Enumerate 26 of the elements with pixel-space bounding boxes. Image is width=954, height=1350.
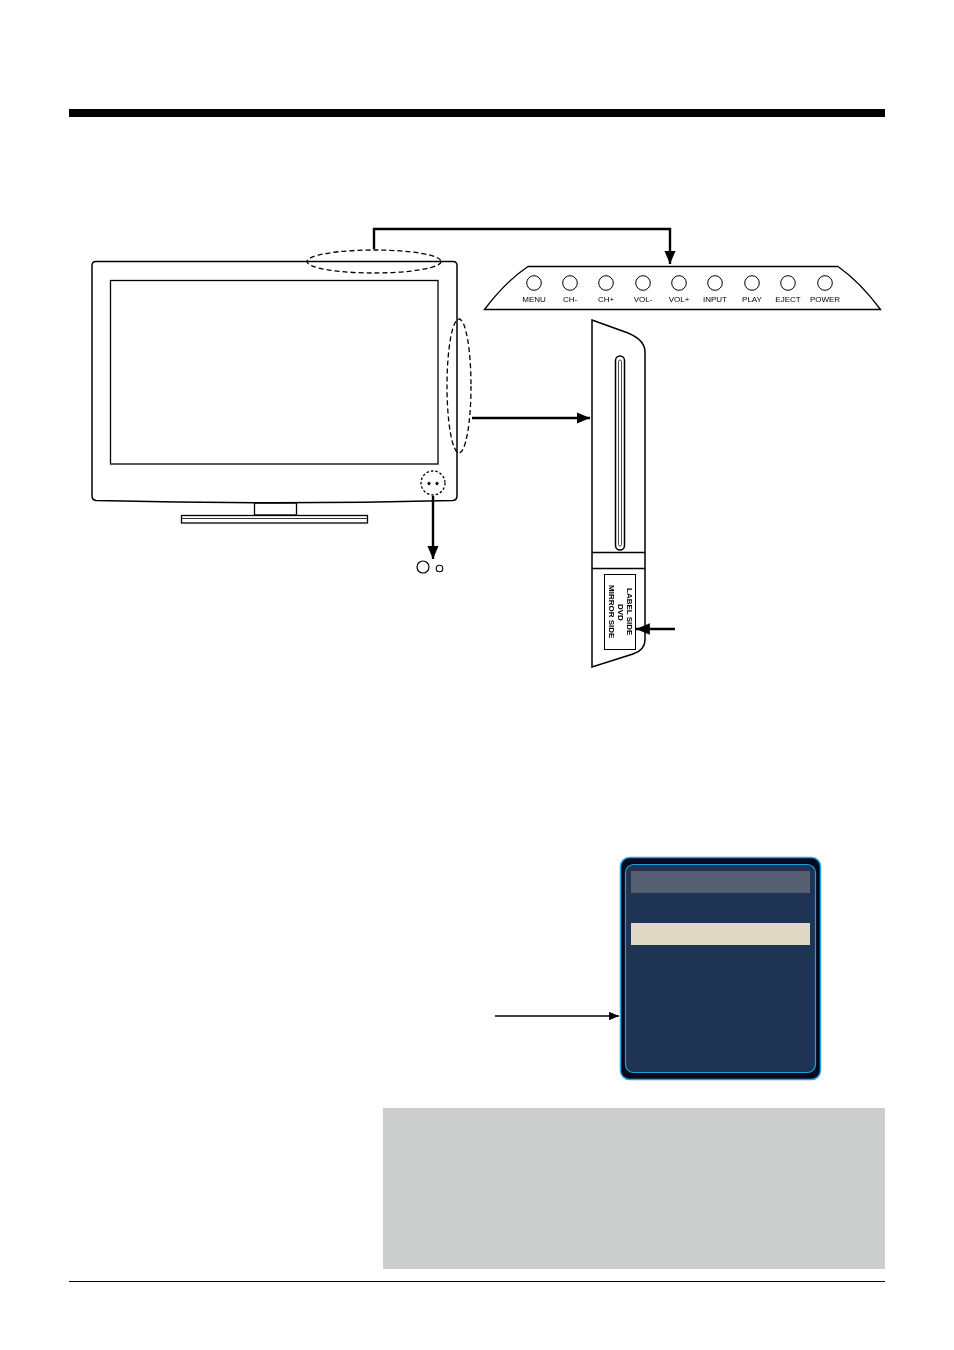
arrow xyxy=(494,1011,620,1021)
control-label: EJECT xyxy=(775,295,801,304)
note-panel xyxy=(383,1108,885,1269)
arrow xyxy=(636,623,675,635)
indicator-lamps-drawing xyxy=(415,559,445,575)
dashed-callout-ellipse xyxy=(306,249,442,274)
sticker-text: LABEL SIDE xyxy=(624,588,634,636)
control-label: MENU xyxy=(522,295,546,304)
control-label: CH+ xyxy=(597,295,615,304)
arrow xyxy=(372,227,676,264)
dashed-callout-ellipse xyxy=(446,318,472,454)
menu-screen-drawing xyxy=(619,856,822,1081)
control-label: INPUT xyxy=(703,295,727,304)
arrow xyxy=(427,496,439,559)
sticker-text: MIRROR SIDE xyxy=(606,585,616,639)
control-label: VOL+ xyxy=(668,295,690,304)
control-label: POWER xyxy=(809,295,841,304)
control-label: CH- xyxy=(562,295,578,304)
dashed-callout-circle xyxy=(420,470,446,496)
tv-set xyxy=(90,248,473,525)
control-label: VOL- xyxy=(633,295,653,304)
disc-label-sticker xyxy=(604,574,636,650)
control-label: PLAY xyxy=(742,295,762,304)
sticker-text: DVD xyxy=(615,603,625,621)
control-panel xyxy=(483,264,882,312)
arrow xyxy=(472,412,590,424)
